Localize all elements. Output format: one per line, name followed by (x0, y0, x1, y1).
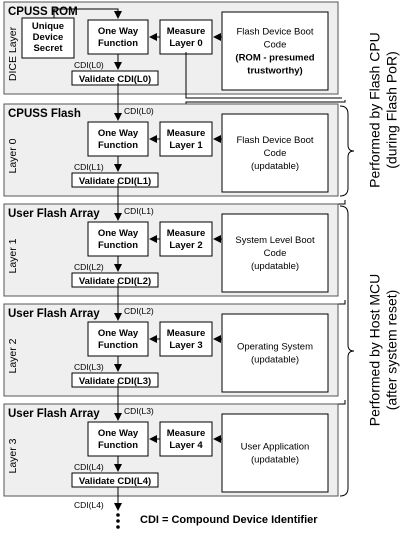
code-description-text: Flash Device Boot (236, 135, 313, 146)
measure-layer-box (159, 421, 213, 457)
one-way-function-box (87, 19, 149, 55)
code-description-box (221, 113, 329, 193)
measure-layer-box (159, 221, 213, 257)
one-way-function-label: One Way (98, 26, 139, 37)
measure-layer-label: Measure (167, 26, 206, 37)
measure-layer-label: Measure (167, 328, 206, 339)
cdi-output-label: CDI(L0) (74, 60, 104, 70)
validate-cdi-label: Validate CDI(L2) (79, 276, 151, 287)
cdi-input-label: CDI(L1) (124, 206, 154, 216)
validate-cdi-box (71, 372, 159, 388)
code-description-box (221, 11, 329, 91)
panel-title: CPUSS ROM (8, 6, 78, 18)
layer-label: DICE Layer (7, 26, 19, 81)
one-way-function-label: Function (98, 240, 138, 251)
unique-device-secret-label: Unique (32, 21, 64, 32)
measure-layer-label: Layer 0 (169, 38, 202, 49)
validate-cdi-box (71, 272, 159, 288)
panel-title: CPUSS Flash (8, 108, 81, 120)
layer-label: Layer 0 (7, 138, 19, 173)
unique-device-secret-box (21, 17, 75, 59)
one-way-function-box (87, 321, 149, 357)
code-description-text: Operating System (237, 342, 313, 353)
measure-layer-label: Measure (167, 228, 206, 239)
panel-title: User Flash Array (8, 408, 100, 420)
flash-cpu-side-label: (during Flash PoR) (384, 51, 400, 169)
one-way-function-label: Function (98, 38, 138, 49)
measure-layer-label: Measure (167, 428, 206, 439)
measure-layer-box (159, 121, 213, 157)
panel-title: User Flash Array (8, 308, 100, 320)
flash-cpu-brace (339, 105, 355, 197)
code-description-text: System Level Boot (235, 235, 315, 246)
unique-device-secret-label: Device (33, 32, 64, 43)
panel-title: User Flash Array (8, 208, 100, 220)
code-description-text: (updatable) (251, 455, 299, 466)
cdi-input-label: CDI(L0) (124, 106, 154, 116)
code-description-text: (updatable) (251, 261, 299, 272)
measure-layer-box (159, 321, 213, 357)
code-description-text: Code (264, 40, 287, 51)
code-description-text: (updatable) (251, 161, 299, 172)
code-description-text: Flash Device Boot (236, 27, 313, 38)
one-way-function-label: One Way (98, 428, 139, 439)
unique-device-secret-label: Secret (33, 43, 63, 54)
rom-connector (185, 52, 342, 99)
validate-cdi-box (71, 172, 159, 188)
validate-cdi-box (71, 70, 159, 86)
one-way-function-label: Function (98, 140, 138, 151)
one-way-function-label: One Way (98, 128, 139, 139)
validate-cdi-label: Validate CDI(L1) (79, 176, 151, 187)
code-description-box (221, 413, 329, 493)
flash-cpu-side-label: Performed by Flash CPU (367, 32, 383, 188)
cdi-output-label: CDI(L1) (74, 162, 104, 172)
validate-cdi-label: Validate CDI(L0) (79, 74, 151, 85)
host-mcu-side-label: Performed by Host MCU (367, 274, 383, 426)
validate-cdi-box (71, 472, 159, 488)
layer-label: Layer 3 (7, 438, 19, 473)
code-description-note: (ROM - presumed (235, 53, 314, 64)
one-way-function-box (87, 421, 149, 457)
one-way-function-box (87, 121, 149, 157)
host-mcu-side-label: (after system reset) (384, 290, 400, 411)
code-description-text: User Application (241, 442, 310, 453)
measure-layer-label: Layer 2 (169, 240, 202, 251)
code-description-text: Code (264, 248, 287, 259)
validate-cdi-label: Validate CDI(L4) (79, 476, 151, 487)
code-description-note: trustworthy) (247, 66, 302, 77)
code-description-text: Code (264, 148, 287, 159)
measure-layer-label: Layer 4 (169, 440, 203, 451)
legend-text: CDI = Compound Device Identifier (140, 514, 318, 526)
measure-layer-label: Layer 1 (169, 140, 203, 151)
cdi-input-label: CDI(L3) (124, 406, 154, 416)
cdi-input-label: CDI(L2) (124, 306, 154, 316)
cdi-output-label: CDI(L3) (74, 362, 104, 372)
one-way-function-label: Function (98, 340, 138, 351)
one-way-function-box (87, 221, 149, 257)
measure-layer-label: Layer 3 (169, 340, 202, 351)
layer-label: Layer 1 (7, 238, 19, 273)
final-cdi-label: CDI(L4) (74, 500, 104, 510)
one-way-function-label: One Way (98, 228, 139, 239)
validate-cdi-label: Validate CDI(L3) (79, 376, 151, 387)
one-way-function-label: One Way (98, 328, 139, 339)
continuation-dots (116, 513, 120, 529)
one-way-function-label: Function (98, 440, 138, 451)
code-description-box (221, 313, 329, 393)
layer-label: Layer 2 (7, 338, 19, 373)
cdi-output-label: CDI(L4) (74, 462, 104, 472)
code-description-box (221, 213, 329, 293)
host-mcu-brace (339, 205, 355, 497)
code-description-text: (updatable) (251, 355, 299, 366)
cdi-output-label: CDI(L2) (74, 262, 104, 272)
uds-to-owf-arrow (53, 8, 122, 19)
measure-layer-label: Measure (167, 128, 206, 139)
